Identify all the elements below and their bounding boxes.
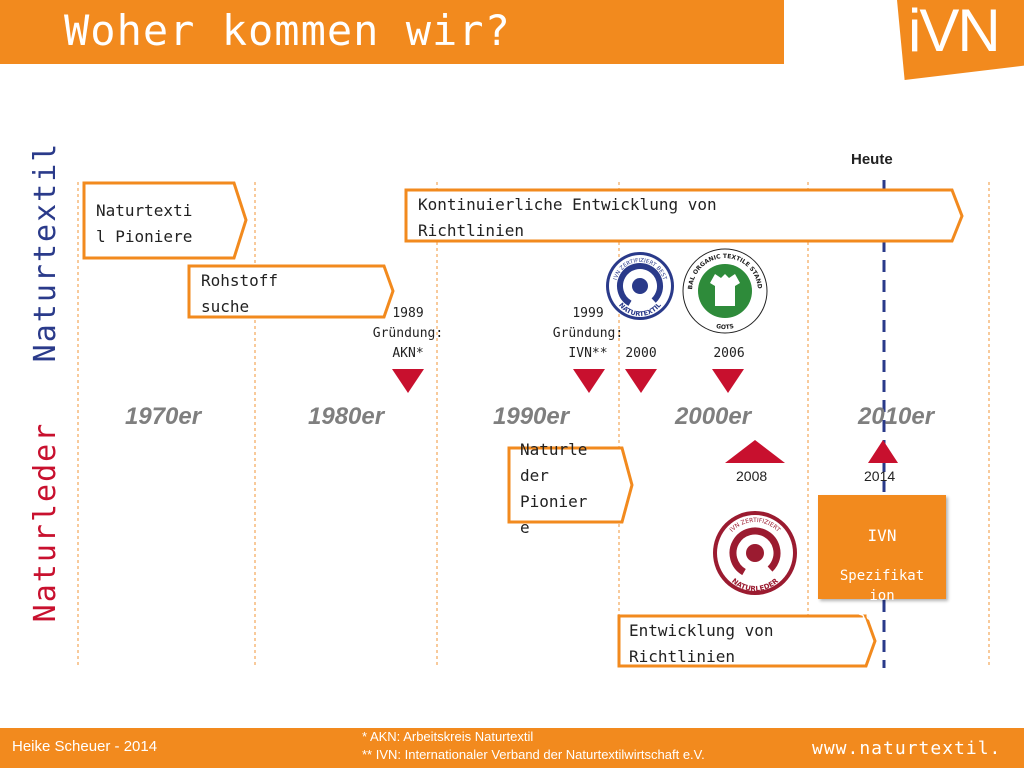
ivn-naturleder-seal: IVN ZERTIFIZIERT NATURLEDER xyxy=(713,511,797,595)
seal-text: GOTS xyxy=(715,323,734,331)
decade-2010er: 2010er xyxy=(858,403,935,430)
spec-box-body: Spezifikat ion Schuhe xyxy=(839,568,925,624)
box-text-leder-pioneers: Naturle der Pionier e xyxy=(520,440,588,537)
footnote-akn: * AKN: Arbeitskreis Naturtextil xyxy=(362,729,534,744)
year-2008: 2008 xyxy=(736,468,768,484)
today-label: Heute xyxy=(851,151,893,168)
box-text-leder-guidelines: Entwicklung von Richtlinien xyxy=(629,621,774,666)
arrow-box-raw-material xyxy=(187,264,395,319)
svg-text:GOTS: GOTS xyxy=(715,323,734,331)
box-text-pioneers: Naturtexti l Pioniere xyxy=(96,201,193,246)
note-2000: 2000 xyxy=(625,346,657,361)
spec-box-text: IVN Spezifikat ion Schuhe xyxy=(818,506,946,646)
footnote-ivn: ** IVN: Internationaler Verband der Natu… xyxy=(362,747,705,762)
decade-1990er: 1990er xyxy=(493,403,570,430)
decade-1970er: 1970er xyxy=(125,403,202,430)
spec-box-title: IVN xyxy=(867,526,897,545)
decade-2000er: 2000er xyxy=(675,403,752,430)
footer-url[interactable]: www.naturtextil. xyxy=(812,738,1002,759)
note-1999: 1999 Gründung: IVN** xyxy=(552,306,624,361)
title-bar xyxy=(0,0,784,64)
footer-notes: * AKN: Arbeitskreis Naturtextil ** IVN: … xyxy=(362,728,705,764)
arrow-box-guidelines xyxy=(404,188,964,243)
gots-seal: GLOBAL ORGANIC TEXTILE STANDARD GOTS xyxy=(682,248,768,334)
note-1989: 1989 Gründung: AKN* xyxy=(372,306,444,361)
footer-author: Heike Scheuer - 2014 xyxy=(12,738,158,755)
arrow-box-leder-guidelines xyxy=(617,614,877,668)
arrow-box-leder-pioneers xyxy=(507,446,634,524)
footer-bar xyxy=(0,728,1024,768)
marker-up-2008 xyxy=(725,440,785,463)
marker-up-2014 xyxy=(868,440,898,463)
marker-down-2000 xyxy=(625,369,657,393)
ivn-best-seal: IVN ZERTIFIZIERT BEST NATURTEXTIL xyxy=(606,252,674,320)
note-2006: 2006 xyxy=(713,346,745,361)
box-text-raw-material: Rohstoff suche xyxy=(201,271,279,316)
marker-down-1989 xyxy=(392,369,424,393)
marker-down-2006 xyxy=(712,369,744,393)
ivn-logo-text: iVN xyxy=(908,0,1001,64)
marker-down-1999 xyxy=(573,369,605,393)
box-text-guidelines: Kontinuierliche Entwicklung von Richtlin… xyxy=(418,195,717,240)
ivn-logo xyxy=(897,0,1024,80)
spec-box xyxy=(818,495,946,599)
year-2014: 2014 xyxy=(864,468,896,484)
arrow-box-pioneers xyxy=(82,181,248,260)
page-title: Woher kommen wir? xyxy=(64,6,511,55)
decade-1980er: 1980er xyxy=(308,403,385,430)
